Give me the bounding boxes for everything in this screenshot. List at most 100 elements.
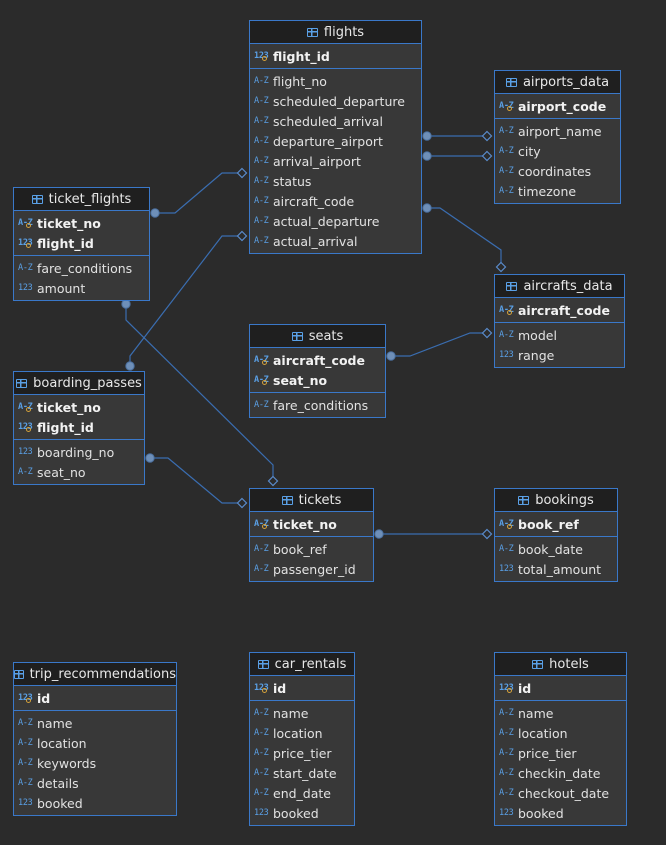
column-name: location	[273, 725, 323, 741]
table-header[interactable]: bookings	[495, 489, 617, 512]
numeric-type-icon: 123	[18, 283, 33, 293]
table-header[interactable]: trip_recommendations	[14, 663, 176, 686]
text-type-icon: A-Z	[254, 519, 269, 529]
column-row[interactable]: A-Z name	[14, 713, 176, 733]
column-name: scheduled_arrival	[273, 113, 383, 129]
column-name: amount	[37, 280, 86, 296]
column-name: status	[273, 173, 312, 189]
table-header[interactable]: boarding_passes	[14, 372, 144, 395]
key-icon	[26, 427, 31, 432]
text-type-icon: A-Z	[254, 216, 269, 226]
text-type-icon: A-Z	[254, 748, 269, 758]
text-type-icon: A-Z	[18, 718, 33, 728]
text-type-icon: A-Z	[499, 101, 514, 111]
table-header[interactable]: hotels	[495, 653, 626, 676]
table-header[interactable]: airports_data	[495, 71, 620, 94]
column-name: arrival_airport	[273, 153, 361, 169]
table-header[interactable]: car_rentals	[250, 653, 354, 676]
table-header[interactable]: tickets	[250, 489, 373, 512]
table-header[interactable]: aircrafts_data	[495, 275, 624, 298]
table-header[interactable]: ticket_flights	[14, 188, 149, 211]
link-seats-aircrafts	[386, 327, 493, 361]
one-end-marker	[374, 529, 384, 539]
column-name: ticket_no	[37, 399, 101, 415]
column-row[interactable]: 123 amount	[14, 278, 149, 298]
table-header[interactable]: flights	[250, 21, 421, 44]
column-name: checkin_date	[518, 765, 601, 781]
table-header[interactable]: seats	[250, 325, 385, 348]
key-icon	[507, 310, 512, 315]
column-name: name	[37, 715, 73, 731]
